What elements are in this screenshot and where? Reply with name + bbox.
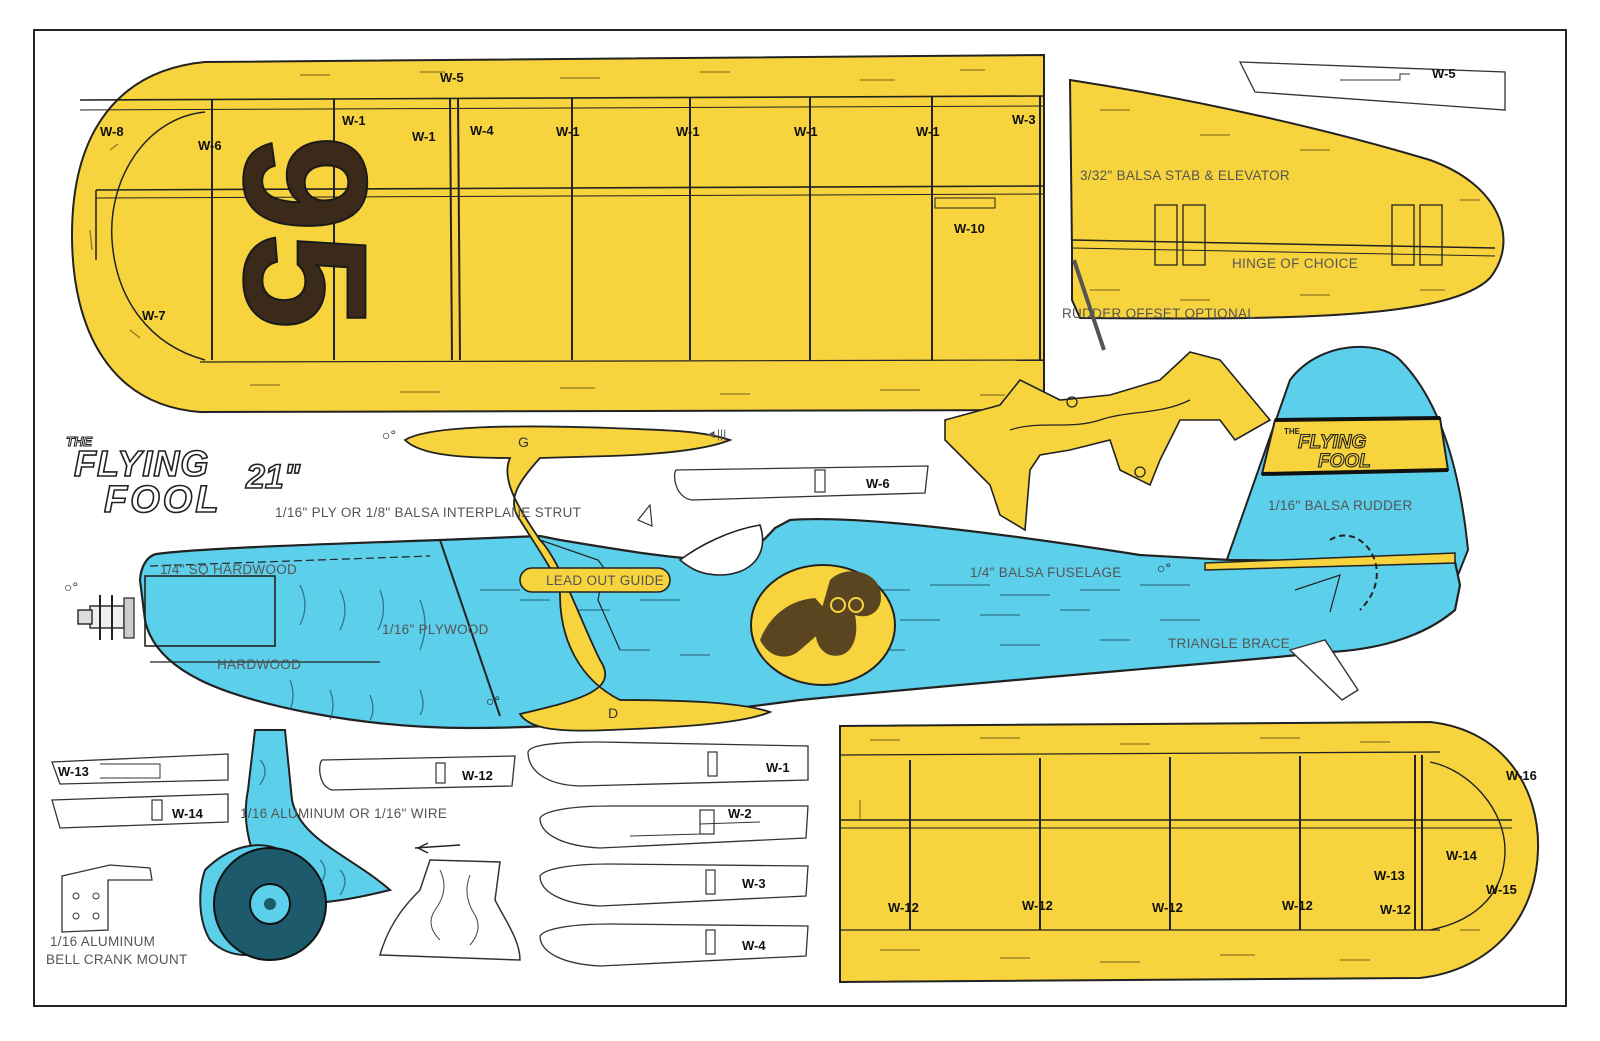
landing-gear: 1/16 ALUMINUM OR 1/16" WIRE bbox=[199, 729, 447, 961]
part-label: W-12 bbox=[1282, 898, 1313, 913]
bell-crank-mount: 1/16 ALUMINUM BELL CRANK MOUNT bbox=[46, 864, 188, 967]
prop-hub bbox=[77, 595, 135, 640]
part-label: W-14 bbox=[172, 806, 204, 821]
part-label: W-12 bbox=[1152, 900, 1183, 915]
part-label: W-3 bbox=[1012, 112, 1036, 127]
race-number: 95 bbox=[207, 135, 402, 330]
part-label: W-1 bbox=[556, 124, 580, 139]
lead-out-note: LEAD OUT GUIDE bbox=[546, 573, 664, 588]
part-label: W-8 bbox=[100, 124, 124, 139]
template-w14: W-14 bbox=[51, 793, 229, 829]
rudder-offset-note: RUDDER OFFSET OPTIONAL bbox=[1062, 306, 1255, 321]
part-label: W-6 bbox=[866, 476, 890, 491]
lead-out-guide bbox=[519, 567, 671, 593]
part-label: W-15 bbox=[1486, 882, 1517, 897]
upper-wing: 95 W-5 W-8 W-6 W-1 W-1 W-4 W-1 W-1 W-1 W… bbox=[70, 53, 1045, 414]
pilot-emblem bbox=[750, 564, 896, 686]
sheet-border bbox=[33, 29, 1567, 1007]
part-label: W-1 bbox=[766, 760, 790, 775]
svg-text:○°: ○° bbox=[64, 579, 78, 595]
part-label: W-4 bbox=[470, 123, 494, 138]
part-label: W-10 bbox=[954, 221, 985, 236]
template-w1: W-1 bbox=[527, 741, 809, 787]
title-block: THE FLYING FOOL 21" bbox=[66, 434, 302, 522]
title-size: 21" bbox=[245, 458, 301, 496]
part-label: W-1 bbox=[916, 124, 940, 139]
part-label: W-12 bbox=[462, 768, 493, 783]
bell-crank-line2: BELL CRANK MOUNT bbox=[46, 952, 188, 967]
lower-wing: W-16 W-14 W-13 W-15 W-12 W-12 W-12 W-12 … bbox=[839, 720, 1540, 984]
part-label: W-7 bbox=[142, 308, 166, 323]
part-label: W-12 bbox=[1022, 898, 1053, 913]
cowl-piece bbox=[379, 842, 521, 961]
part-label: W-12 bbox=[888, 900, 919, 915]
part-label: W-5 bbox=[1432, 66, 1456, 81]
rudder-title-2: FOOL bbox=[1318, 451, 1371, 472]
hardwood-sq-note: 1/4" SQ HARDWOOD bbox=[160, 562, 297, 577]
svg-text:○°: ○° bbox=[382, 427, 396, 443]
part-label: W-1 bbox=[412, 129, 436, 144]
rudder-note: 1/16" BALSA RUDDER bbox=[1268, 498, 1413, 513]
title-the: THE bbox=[66, 434, 92, 449]
interplane-strut: ◄||| G D bbox=[403, 425, 773, 732]
template-w2: W-2 bbox=[539, 805, 809, 849]
template-w12: W-12 bbox=[319, 755, 516, 791]
rudder-offset-rod bbox=[1072, 259, 1106, 351]
part-label: W-1 bbox=[342, 113, 366, 128]
part-label: W-13 bbox=[1374, 868, 1405, 883]
part-label: W-13 bbox=[58, 764, 89, 779]
strut-mark-top: G bbox=[518, 434, 529, 450]
hardwood-note: HARDWOOD bbox=[217, 657, 301, 672]
part-label: W-5 bbox=[440, 70, 464, 85]
part-label: W-1 bbox=[676, 124, 700, 139]
svg-text:◄|||: ◄||| bbox=[705, 427, 726, 441]
part-label: W-14 bbox=[1446, 848, 1478, 863]
part-label: W-3 bbox=[742, 876, 766, 891]
rudder bbox=[1224, 345, 1470, 621]
template-w6: W-6 bbox=[673, 465, 929, 501]
part-label: W-2 bbox=[728, 806, 752, 821]
part-label: W-6 bbox=[198, 138, 222, 153]
plywood-note: 1/16" PLYWOOD bbox=[382, 622, 489, 637]
part-label: W-4 bbox=[742, 938, 766, 953]
upper-wing-panel bbox=[70, 53, 1045, 414]
title-line2: FOOL bbox=[104, 479, 222, 521]
lower-wing-part-labels: W-16 W-14 W-13 W-15 W-12 W-12 W-12 W-12 … bbox=[888, 768, 1537, 917]
lower-wing-panel bbox=[839, 720, 1540, 984]
template-w5: W-5 bbox=[1238, 61, 1506, 111]
part-label: W-16 bbox=[1506, 768, 1537, 783]
part-label: W-12 bbox=[1380, 902, 1411, 917]
lower-wing-ribs bbox=[909, 755, 1423, 930]
upper-wing-ribs bbox=[211, 96, 1041, 361]
stab-note: 3/32" BALSA STAB & ELEVATOR bbox=[1080, 168, 1290, 183]
balsa-fuselage-note: 1/4" BALSA FUSELAGE bbox=[970, 565, 1122, 580]
triangle-brace-note: TRIANGLE BRACE bbox=[1168, 636, 1290, 651]
bell-crank-line1: 1/16 ALUMINUM bbox=[50, 934, 155, 949]
template-w3: W-3 bbox=[539, 863, 809, 907]
rudder-title: FLYING bbox=[1298, 432, 1366, 453]
hinge-note: HINGE OF CHOICE bbox=[1232, 256, 1358, 271]
upper-wing-part-labels: W-5 W-8 W-6 W-1 W-1 W-4 W-1 W-1 W-1 W-1 … bbox=[100, 70, 1036, 323]
svg-text:○°: ○° bbox=[486, 693, 500, 709]
template-w13: W-13 bbox=[51, 753, 229, 785]
strut-note: 1/16" PLY OR 1/8" BALSA INTERPLANE STRUT bbox=[275, 505, 581, 520]
title-line1: FLYING bbox=[74, 443, 209, 484]
template-w4: W-4 bbox=[539, 923, 809, 967]
fuselage: THE FLYING FOOL bbox=[64, 345, 1470, 732]
lead-out-hole: ○° bbox=[1157, 560, 1171, 576]
gear-note: 1/16 ALUMINUM OR 1/16" WIRE bbox=[240, 806, 447, 821]
rudder-the: THE bbox=[1284, 427, 1301, 436]
part-label: W-1 bbox=[794, 124, 818, 139]
stabilizer: 3/32" BALSA STAB & ELEVATOR HINGE OF CHO… bbox=[1062, 78, 1505, 351]
strut-mark-bottom: D bbox=[608, 705, 618, 721]
cabane-strut-part bbox=[944, 351, 1272, 532]
